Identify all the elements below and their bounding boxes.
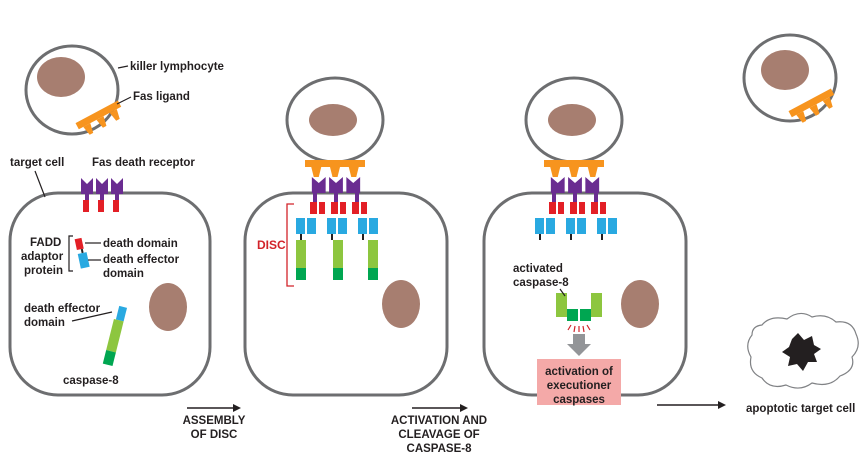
target-cell [8,191,212,397]
label-exec-3: caspases [553,394,605,406]
arrow-assembly: ASSEMBLY OF DISC [183,404,246,441]
fas-ligand-bound-3 [544,160,604,177]
step-2-line-2: CLEAVAGE OF [398,429,479,441]
label-death-effector-1b: domain [103,268,144,280]
label-fadd-2: adaptor [21,251,64,263]
fas-ligand [75,100,122,135]
target-nucleus-2 [382,280,420,328]
label-death-effector-1a: death effector [103,254,180,266]
panel-4: apoptotic target cell [742,33,859,415]
arrow-apoptosis [657,401,726,409]
label-disc: DISC [257,238,286,252]
panel-3: activated caspase-8 activation of execut… [482,76,688,406]
activation-arrow [567,334,591,356]
fadd-adaptor [74,237,90,269]
label-fas-death-receptor: Fas death receptor [92,157,195,169]
label-exec-1: activation of [545,366,613,378]
step-2-line-1: ACTIVATION AND [391,415,487,427]
label-death-effector-2b: domain [24,317,65,329]
disc-bracket [286,203,294,287]
fragmented-nucleus [782,333,821,371]
label-exec-2: executioner [547,380,612,392]
label-killer-lymphocyte: killer lymphocyte [130,61,224,73]
arrow-activation: ACTIVATION AND CLEAVAGE OF CASPASE-8 [391,404,487,453]
label-fas-ligand: Fas ligand [133,91,190,103]
fas-receptor-2 [311,177,361,193]
label-fadd-3: protein [24,265,63,277]
disc-complex-2 [296,193,378,280]
label-target-cell: target cell [10,157,64,169]
label-death-domain: death domain [103,238,178,250]
step-2-line-3: CASPASE-8 [407,443,473,453]
fas-ligand-detached [788,88,835,123]
label-apoptotic: apoptotic target cell [746,403,855,415]
receptor-death-domains [83,194,119,212]
label-activated-1: activated [513,263,563,275]
label-caspase-8: caspase-8 [63,375,119,387]
activated-caspase-8 [556,293,602,333]
lymphocyte-nucleus [37,57,85,97]
executioner-caspases-box [537,359,621,405]
panel-2: DISC [243,76,449,397]
step-1-line-1: ASSEMBLY [183,415,246,427]
caspase-8 [102,305,128,367]
fas-receptor-3 [550,177,600,193]
target-nucleus [149,283,187,331]
fas-ligand-bound-2 [305,160,365,177]
label-activated-2: caspase-8 [513,277,569,289]
fas-death-receptor [81,178,123,194]
target-nucleus-3 [621,280,659,328]
target-cell-2 [243,191,449,397]
panel-1: killer lymphocyte Fas ligand target cell… [8,44,224,397]
residual-complex-3 [535,193,617,240]
label-fadd-1: FADD [30,237,61,249]
step-1-line-2: OF DISC [191,429,238,441]
label-death-effector-2a: death effector [24,303,101,315]
